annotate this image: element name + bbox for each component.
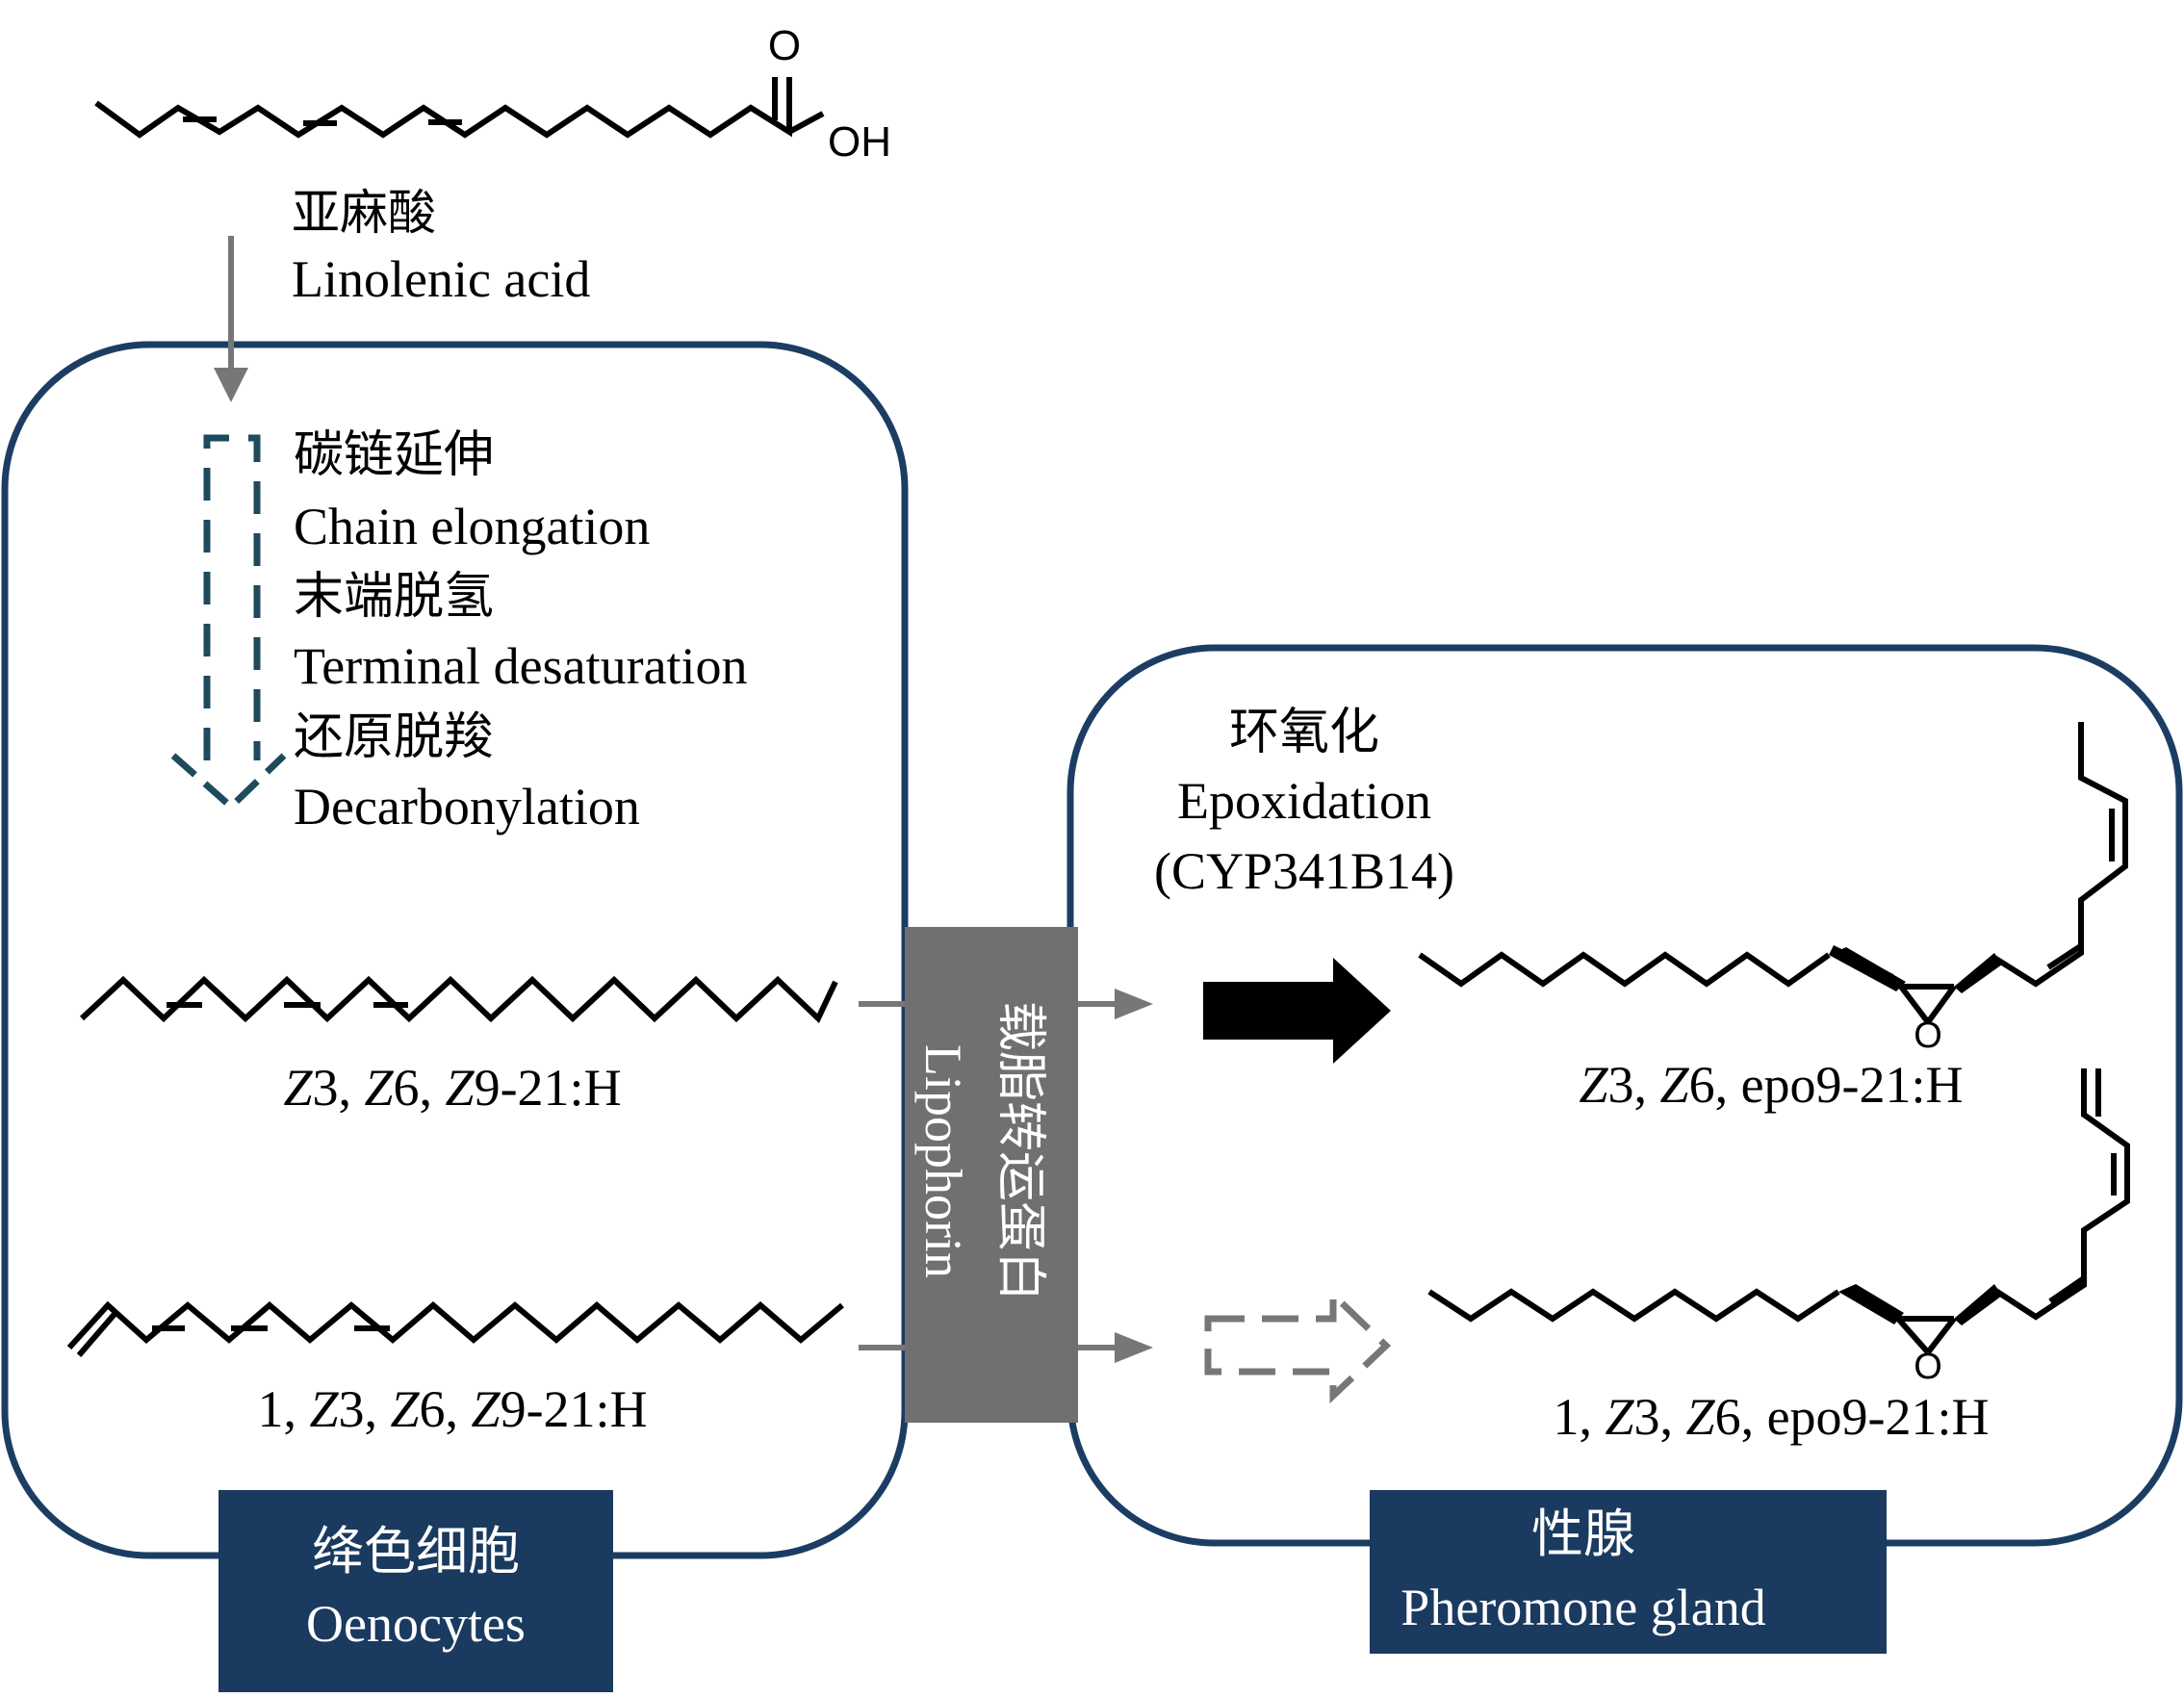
epoxide-structure-bottom — [1427, 1068, 2130, 1354]
oenocytes-label-en: Oenocytes — [306, 1595, 526, 1653]
epoxidation-en: Epoxidation — [1177, 772, 1431, 830]
tetraene-structure — [66, 1300, 844, 1357]
wedge-bond-bottom-right — [1954, 1284, 2002, 1325]
wedge-bond-bottom-left — [1838, 1284, 1904, 1324]
step-chain-elongation-cn: 碳链延伸 — [294, 428, 494, 483]
major-epoxidation-arrow — [1203, 958, 1391, 1064]
pheromone-gland-label-en: Pheromone gland — [1400, 1579, 1765, 1636]
epoxidation-cn: 环氧化 — [1229, 706, 1379, 760]
tetraene-label: 1, Z3, Z6, Z9-21:H — [257, 1380, 647, 1438]
epoxide-oxygen-bottom: O — [1914, 1347, 1942, 1387]
precursor-arrow-head — [214, 368, 248, 402]
carbonyl-oxygen-label: O — [768, 22, 801, 69]
linolenic-acid-structure — [94, 77, 825, 139]
lipophorin-transporter — [905, 927, 1078, 1423]
transport-arrow-head-bottom — [1115, 1332, 1153, 1363]
lipophorin-en: Lipophorin — [914, 1044, 972, 1278]
step-decarbonylation-en: Decarbonylation — [294, 778, 640, 836]
oenocytes-label-cn: 绛色细胞 — [312, 1523, 520, 1581]
lipophorin-cn: 载脂转运蛋白 — [992, 1001, 1047, 1301]
epoxide-oxygen-top: O — [1914, 1016, 1942, 1056]
pheromone-gland-label-cn: 性腺 — [1531, 1505, 1635, 1563]
epoxide-bottom-label: 1, Z3, Z6, epo9-21:H — [1553, 1388, 1989, 1446]
linolenic-acid-en: Linolenic acid — [292, 250, 590, 308]
oenocytes-label-box — [218, 1490, 613, 1692]
biosynthesis-dashed-arrow — [170, 434, 287, 811]
wedge-bond-top-right — [1954, 953, 2002, 993]
wedge-bond-top-left-fill — [1829, 947, 1906, 991]
transport-arrow-head-top — [1115, 989, 1153, 1019]
hydroxyl-label: OH — [828, 118, 891, 166]
linolenic-acid-cn: 亚麻酸 — [292, 186, 436, 240]
step-terminal-desaturation-cn: 末端脱氢 — [294, 570, 494, 625]
minor-epoxidation-arrow — [1204, 1286, 1392, 1404]
step-terminal-desaturation-en: Terminal desaturation — [294, 637, 748, 695]
pheromone-gland-label-box — [1370, 1490, 1887, 1654]
epoxide-structure-top — [1418, 722, 2128, 1024]
step-chain-elongation-en: Chain elongation — [294, 498, 650, 555]
epoxide-top-label: Z3, Z6, epo9-21:H — [1579, 1056, 1963, 1114]
triene-label: Z3, Z6, Z9-21:H — [283, 1059, 621, 1117]
epoxidation-enzyme: (CYP341B14) — [1154, 842, 1454, 900]
step-decarbonylation-cn: 还原脱羧 — [294, 710, 494, 765]
triene-structure — [79, 975, 838, 1024]
